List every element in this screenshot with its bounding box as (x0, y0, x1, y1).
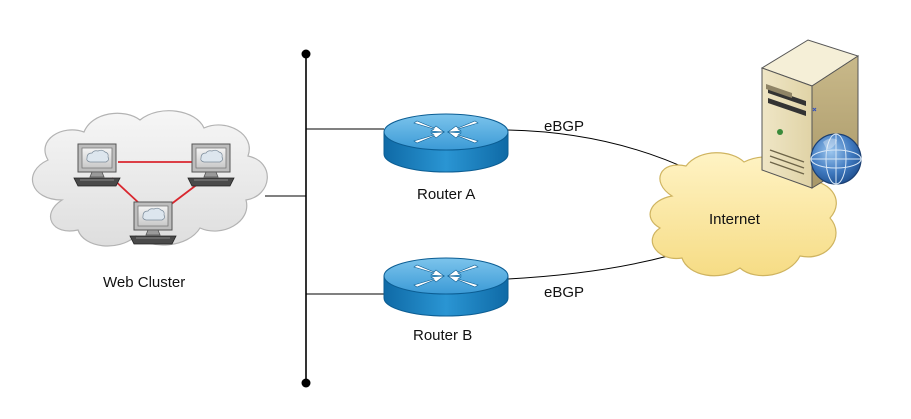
web-cluster-label: Web Cluster (103, 274, 186, 291)
ebgp-label-b: eBGP (544, 284, 585, 301)
ebgp-link-a (506, 129, 695, 173)
workstation-icon (129, 201, 177, 245)
globe-icon (810, 133, 862, 185)
lan-segment (265, 49, 384, 388)
router-b-label: Router B (413, 327, 473, 344)
ebgp-label-a: eBGP (544, 118, 585, 135)
internet-cloud (649, 152, 837, 277)
router-b-icon (383, 257, 509, 317)
router-a-label: Router A (417, 186, 476, 203)
router-a-icon (383, 113, 509, 173)
workstation-icon (187, 143, 235, 187)
ebgp-link-b (506, 255, 669, 280)
workstation-icon (73, 143, 121, 187)
internet-label: Internet (709, 211, 760, 228)
